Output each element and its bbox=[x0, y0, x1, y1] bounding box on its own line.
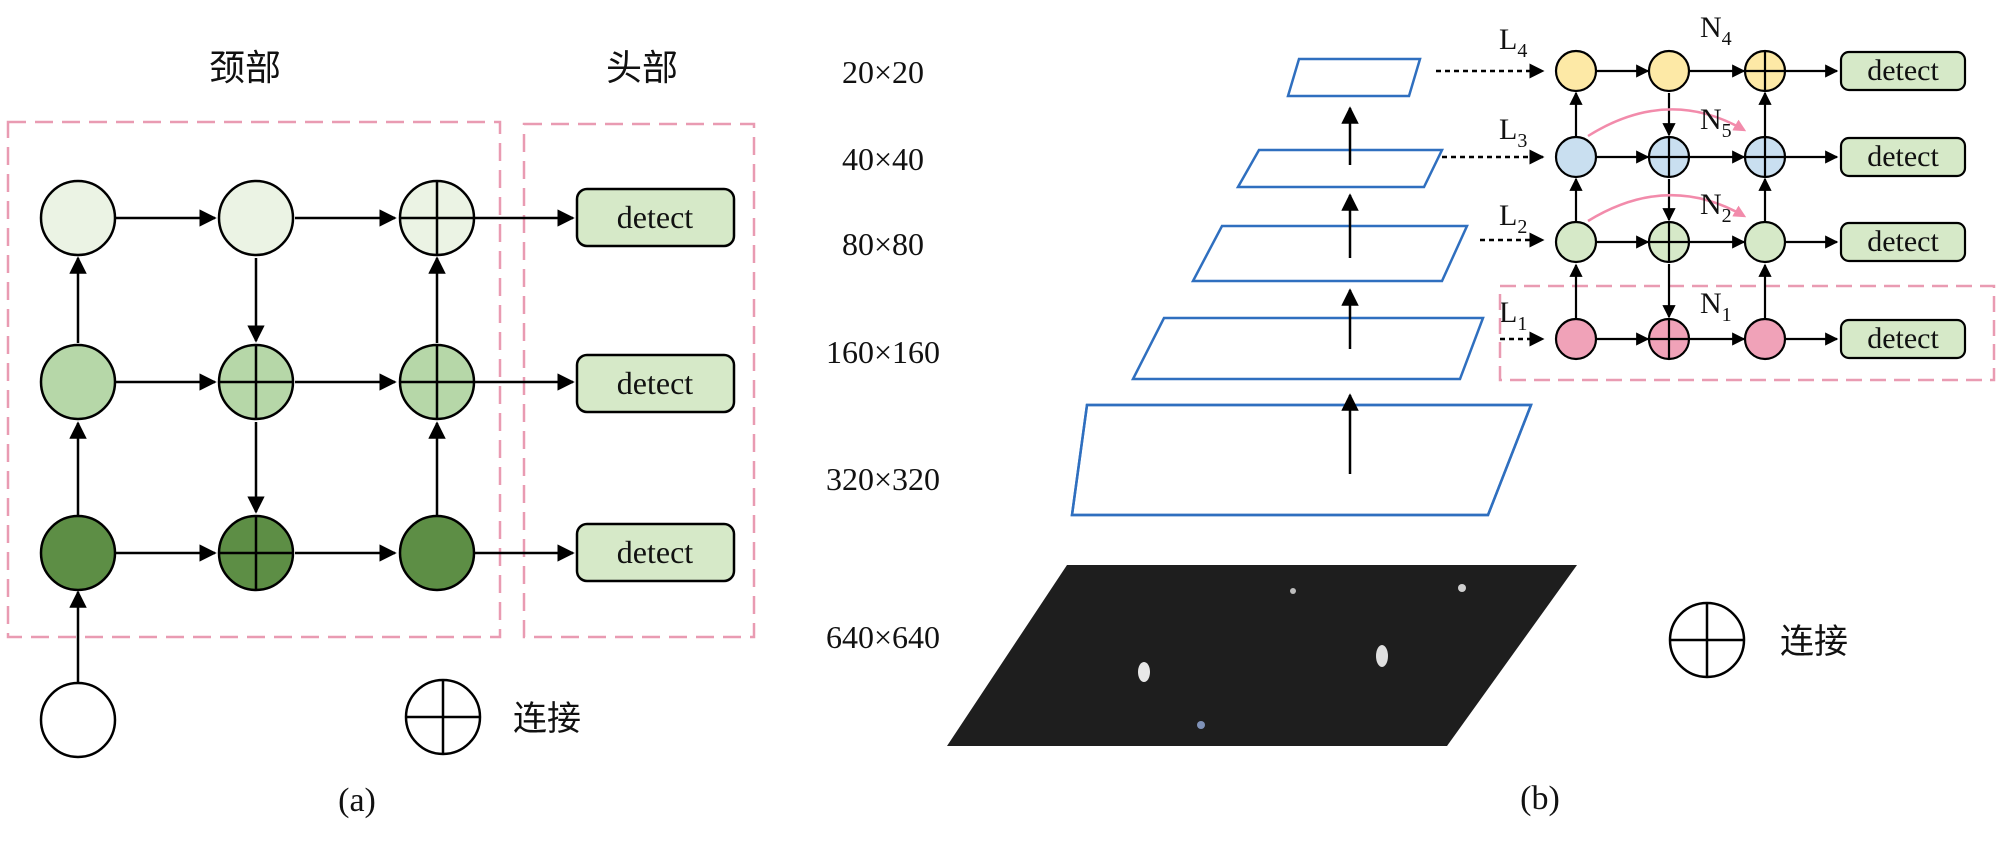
a-vertical-arrows bbox=[69, 256, 446, 683]
plane-80 bbox=[1190, 224, 1469, 283]
plane-40 bbox=[1235, 148, 1444, 189]
detect-label-L3: detect bbox=[1867, 140, 1939, 173]
node-L2-1 bbox=[1554, 220, 1598, 264]
node-L1-3 bbox=[1743, 317, 1787, 361]
caption-b: (b) bbox=[1520, 780, 1560, 817]
input-image bbox=[947, 565, 1577, 746]
label-L3: L3 bbox=[1499, 113, 1527, 152]
lateral-dotted bbox=[1436, 63, 1545, 347]
detect-box-bottom bbox=[575, 522, 736, 583]
b-legend: 连接 bbox=[1668, 601, 1848, 679]
label-N5: N5 bbox=[1700, 103, 1732, 142]
plane-160 bbox=[1130, 316, 1485, 381]
plane-20 bbox=[1286, 57, 1422, 98]
detect-label-L4: detect bbox=[1867, 54, 1939, 87]
skip-curves bbox=[1587, 108, 1747, 223]
node-L4-1 bbox=[1554, 49, 1598, 93]
scale-label-40: 40×40 bbox=[842, 141, 924, 177]
node-bottom-1 bbox=[39, 514, 117, 592]
node-input bbox=[39, 681, 117, 759]
scale-label-640: 640×640 bbox=[826, 619, 940, 655]
pyramid-planes bbox=[1070, 57, 1533, 517]
label-L1: L1 bbox=[1499, 296, 1527, 335]
detect-box-L1 bbox=[1839, 318, 1967, 360]
scale-labels: 20×20 40×40 80×80 160×160 320×320 640×64… bbox=[826, 54, 940, 655]
head-label: 头部 bbox=[606, 48, 678, 89]
skip-curve-lower bbox=[1587, 194, 1747, 223]
detect-box-L3 bbox=[1839, 136, 1967, 178]
a-nodes bbox=[39, 179, 476, 759]
node-top-1 bbox=[39, 179, 117, 257]
node-L3-1 bbox=[1554, 135, 1598, 179]
legend-concat-label-b: 连接 bbox=[1780, 622, 1848, 662]
detect-label-mid: detect bbox=[617, 365, 694, 401]
detect-label-bottom: detect bbox=[617, 534, 694, 570]
N-labels: N4 N5 N2 N1 bbox=[1700, 11, 1732, 326]
node-L2-3 bbox=[1743, 220, 1787, 264]
panel-b: 20×20 40×40 80×80 160×160 320×320 640×64… bbox=[826, 11, 1996, 817]
node-bottom-3 bbox=[398, 514, 476, 592]
detect-label-L2: detect bbox=[1867, 225, 1939, 258]
detect-box-L2 bbox=[1839, 221, 1967, 263]
label-N1: N1 bbox=[1700, 287, 1732, 326]
a-legend: 连接 bbox=[404, 678, 581, 756]
detect-box-mid bbox=[575, 353, 736, 414]
scale-label-80: 80×80 bbox=[842, 226, 924, 262]
l1-row-dashed-box bbox=[1498, 284, 1996, 382]
panel-a: 颈部 头部 bbox=[6, 48, 756, 819]
detect-label-top: detect bbox=[617, 199, 694, 235]
legend-concat-label: 连接 bbox=[513, 699, 581, 739]
node-L4-2 bbox=[1647, 49, 1691, 93]
neck-dashed-box bbox=[6, 120, 502, 639]
node-L1-1 bbox=[1554, 317, 1598, 361]
plane-320-outline bbox=[1070, 403, 1533, 517]
label-N2: N2 bbox=[1700, 188, 1732, 227]
head-dashed-box bbox=[522, 122, 756, 639]
label-N4: N4 bbox=[1700, 11, 1732, 50]
scale-label-320: 320×320 bbox=[826, 461, 940, 497]
b-detect-boxes: detect detect detect detect bbox=[1839, 50, 1967, 360]
a-horizontal-arrows bbox=[115, 209, 575, 562]
scale-label-20: 20×20 bbox=[842, 54, 924, 90]
L-labels: L4 L3 L2 L1 bbox=[1499, 23, 1527, 335]
node-top-2 bbox=[217, 179, 295, 257]
caption-a: (a) bbox=[338, 782, 376, 819]
b-nodes bbox=[1554, 49, 1787, 361]
label-L4: L4 bbox=[1499, 23, 1527, 62]
label-L2: L2 bbox=[1499, 199, 1527, 238]
scale-label-160: 160×160 bbox=[826, 334, 940, 370]
a-detect-boxes: detect detect detect bbox=[575, 187, 736, 583]
b-vertical-arrows bbox=[1569, 91, 1772, 319]
detect-box-L4 bbox=[1839, 50, 1967, 92]
plane-320 bbox=[1070, 403, 1533, 517]
detect-box-top bbox=[575, 187, 736, 248]
detect-label-L1: detect bbox=[1867, 322, 1939, 355]
b-horizontal-arrows bbox=[1597, 64, 1839, 346]
skip-curve-upper bbox=[1587, 108, 1747, 138]
neck-label: 颈部 bbox=[209, 48, 281, 89]
node-mid-1 bbox=[39, 343, 117, 421]
